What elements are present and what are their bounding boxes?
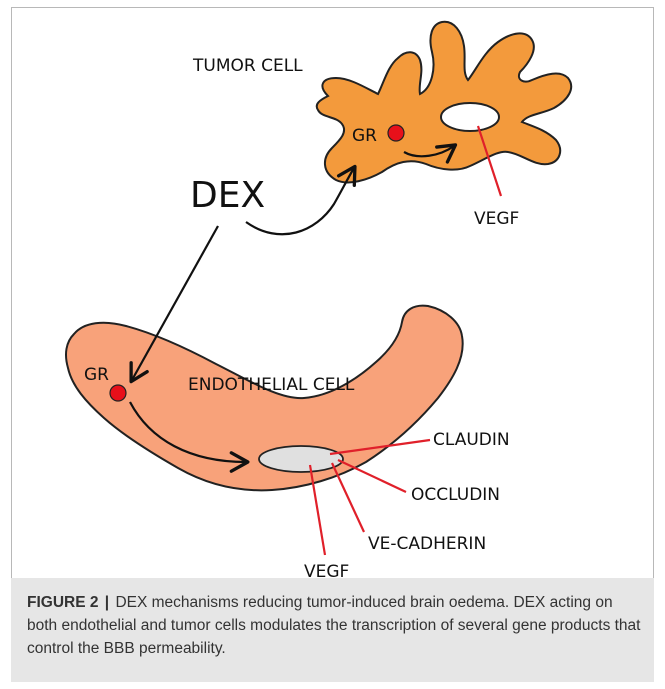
caption-label: FIGURE 2: [27, 594, 98, 611]
dex-label: DEX: [190, 175, 265, 216]
claudin-label: CLAUDIN: [433, 430, 510, 450]
occludin-label: OCCLUDIN: [411, 485, 500, 505]
line-occludin: [338, 460, 406, 492]
tumor-cell-shape: [317, 22, 571, 183]
endothelial-nucleus: [259, 446, 343, 472]
tumor-nucleus: [441, 103, 499, 131]
tumor-gr-label: GR: [352, 126, 377, 146]
ve-cadherin-label: VE-CADHERIN: [368, 534, 486, 554]
gr-dot-endothelial: [110, 385, 126, 401]
figure-caption: FIGURE 2 | DEX mechanisms reducing tumor…: [11, 578, 654, 682]
caption-text: DEX mechanisms reducing tumor-induced br…: [27, 594, 640, 657]
endothelial-vegf-label: VEGF: [304, 562, 349, 578]
endothelial-cell-label: ENDOTHELIAL CELL: [188, 375, 355, 395]
tumor-vegf-label: VEGF: [474, 209, 519, 229]
gr-dot-tumor: [388, 125, 404, 141]
tumor-cell-label: TUMOR CELL: [192, 56, 303, 76]
endothelial-gr-label: GR: [84, 365, 109, 385]
mechanism-diagram: TUMOR CELL GR DEX VEGF ENDOTHELIAL CELL …: [0, 0, 665, 578]
caption-separator: |: [103, 594, 111, 611]
line-ve-cadherin: [332, 463, 364, 532]
